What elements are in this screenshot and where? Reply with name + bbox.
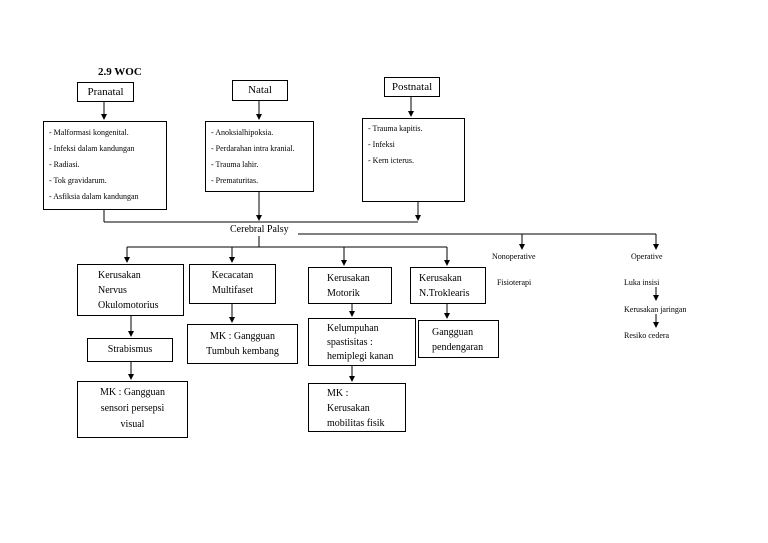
nonoperative-label: Nonoperative — [492, 252, 536, 261]
operative-label: Operative — [631, 252, 663, 261]
resiko-cedera-label: Resiko cedera — [624, 331, 670, 340]
pranatal-header: Pranatal — [77, 82, 134, 102]
cause-item: - Trauma kapitis. — [368, 124, 423, 133]
kerusakan-jaringan-label: Kerusakan jaringan — [624, 305, 687, 314]
mk-tumbuh-kembang-box: MK : Gangguan Tumbuh kembang — [187, 324, 298, 364]
cause-item: - Infeksi dalam kandungan — [49, 144, 135, 153]
natal-header: Natal — [232, 80, 288, 101]
cause-item: - Anoksialhipoksia. — [211, 128, 274, 137]
cause-item: - Malformasi kongenital. — [49, 128, 129, 137]
cause-item: - Infeksi — [368, 140, 395, 149]
diagram-title: 2.9 WOC — [98, 66, 142, 78]
luka-insisi-label: Luka insisi — [624, 278, 660, 287]
mk-mobilitas-fisik-box: MK : Kerusakan mobilitas fisik — [308, 383, 406, 432]
branch-kerusakan-motorik: Kerusakan Motorik — [308, 267, 392, 304]
gangguan-pendengaran-box: Gangguan pendengaran — [418, 320, 499, 358]
branch-n-troklearis: Kerusakan N.Troklearis — [410, 267, 486, 304]
cause-item: - Tok gravidarum. — [49, 176, 107, 185]
cause-item: - Radiasi. — [49, 160, 80, 169]
fisioterapi-label: Fisioterapi — [497, 278, 532, 287]
cause-item: - Kern icterus. — [368, 156, 414, 165]
cause-item: - Perdarahan intra kranial. — [211, 144, 295, 153]
branch-nervus-okulomotorius: Kerusakan Nervus Okulomotorius — [77, 264, 184, 316]
cause-item: - Prematuritas. — [211, 176, 259, 185]
postnatal-header: Postnatal — [384, 77, 440, 97]
postnatal-causes-box: - Trauma kapitis. - Infeksi - Kern icter… — [362, 118, 465, 202]
cause-item: - Trauma lahir. — [211, 160, 259, 169]
pranatal-causes-box: - Malformasi kongenital. - Infeksi dalam… — [43, 121, 167, 210]
branch-kecacatan-multifaset: Kecacatan Multifaset — [189, 264, 276, 304]
cause-item: - Asfiksia dalam kandungan — [49, 192, 139, 201]
cerebral-palsy-label: Cerebral Palsy — [230, 224, 289, 235]
mk-sensori-persepsi-box: MK : Gangguan sensori persepsi visual — [77, 381, 188, 438]
kelumpuhan-spastisitas-box: Kelumpuhan spastisitas : hemiplegi kanan — [308, 318, 416, 366]
strabismus-box: Strabismus — [87, 338, 173, 362]
natal-causes-box: - Anoksialhipoksia. - Perdarahan intra k… — [205, 121, 314, 192]
